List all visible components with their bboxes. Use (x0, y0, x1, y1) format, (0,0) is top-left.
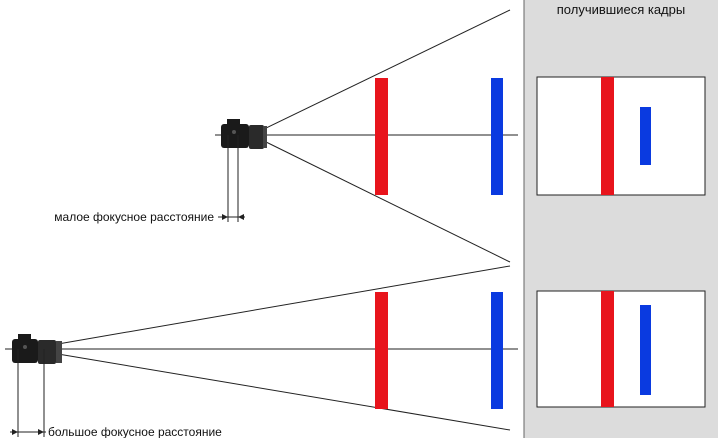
frame-top-red-object (601, 77, 614, 195)
bottom-far-blue-object (491, 292, 503, 409)
top-near-red-object (375, 78, 388, 195)
top-fov-lower-line (261, 139, 511, 263)
top-arrow-right-icon (238, 214, 244, 220)
top-scene: малое фокусное расстояние (54, 9, 518, 263)
frame-bottom-blue-object (640, 305, 651, 395)
bottom-fov-lower-line (57, 353, 511, 431)
bottom-arrow-right-icon (38, 429, 44, 435)
short-focal-label: малое фокусное расстояние (54, 210, 214, 224)
frame-top-border (536, 76, 706, 196)
bottom-near-red-object (375, 292, 388, 409)
frame-bottom-border (536, 290, 706, 408)
bottom-arrow-left-icon (12, 429, 18, 435)
bottom-fov-upper-line (57, 265, 511, 345)
camera-icon (12, 334, 62, 364)
top-arrow-left-icon (222, 214, 228, 220)
frame-bottom-red-object (601, 291, 614, 407)
frame-bottom (536, 290, 706, 408)
top-fov-upper-line (261, 9, 511, 131)
frame-top (536, 76, 706, 196)
long-focal-label: большое фокусное расстояние (48, 425, 222, 438)
frames-panel-title: получившиеся кадры (557, 2, 685, 17)
frame-top-blue-object (640, 107, 651, 165)
top-far-blue-object (491, 78, 503, 195)
bottom-scene: большое фокусное расстояние (5, 265, 518, 438)
camera-icon (221, 119, 267, 149)
